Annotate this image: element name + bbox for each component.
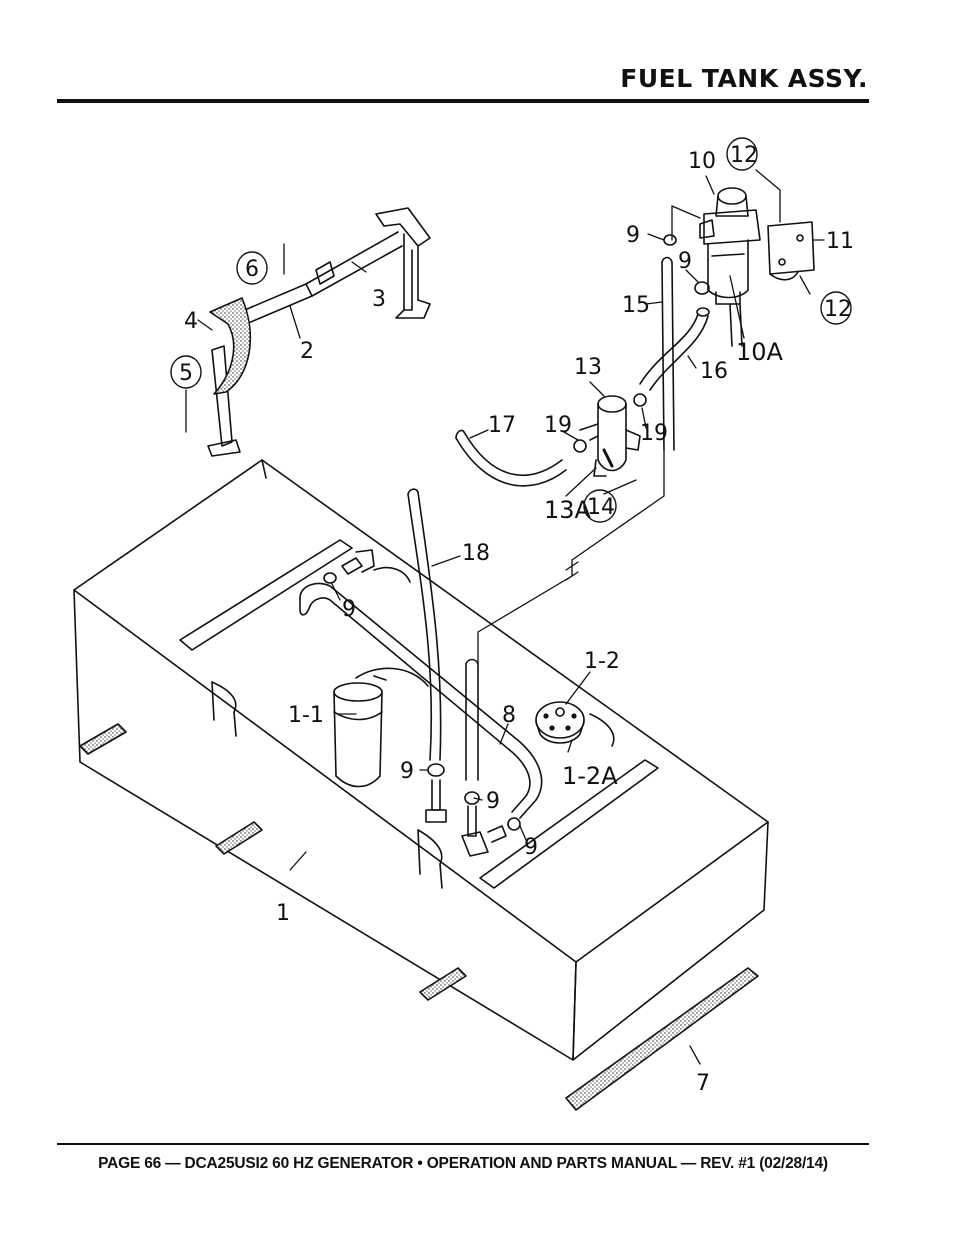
callout-10a: 10A (736, 338, 784, 366)
callout-7: 7 (696, 1071, 710, 1096)
fuel-filter (699, 187, 761, 347)
callout-9-upper-left: 9 (342, 597, 356, 622)
callout-17: 17 (488, 413, 516, 438)
callout-12-top: 12 (730, 143, 758, 168)
tank-hold-band (207, 207, 431, 457)
hose-15 (661, 256, 675, 451)
tank-mount-pads (79, 723, 467, 1001)
callout-4: 4 (184, 309, 198, 334)
fuel-pump (579, 395, 641, 477)
header-rule (57, 99, 869, 103)
pump-washers (573, 393, 647, 453)
fuel-sender-cap (535, 701, 585, 744)
callout-9-filter-side: 9 (678, 249, 692, 274)
hose-16 (639, 307, 710, 391)
callout-9-lower: 9 (524, 835, 538, 860)
callout-16: 16 (700, 359, 728, 384)
hose-17 (455, 429, 567, 487)
hose-center-short (465, 658, 479, 781)
callout-8: 8 (502, 703, 516, 728)
callout-5: 5 (179, 361, 193, 386)
callout-1-2a: 1-2A (562, 762, 618, 790)
fuel-gauge-cylinder (333, 675, 387, 788)
callout-6: 6 (245, 257, 259, 282)
callout-13a: 13A (544, 496, 592, 524)
callout-circles (170, 137, 852, 523)
callout-1-1: 1-1 (288, 703, 324, 728)
hose-18 (407, 488, 442, 761)
hose-8 (299, 582, 543, 819)
callout-9-left: 9 (400, 759, 414, 784)
callout-9-center: 9 (486, 789, 500, 814)
callout-11: 11 (826, 229, 854, 254)
callout-13: 13 (574, 355, 602, 380)
rubber-strip (565, 967, 759, 1111)
callout-2: 2 (300, 339, 314, 364)
callout-12-bottom: 12 (824, 297, 852, 322)
band-pad (209, 297, 252, 395)
callout-3: 3 (372, 287, 386, 312)
callout-9-filter-top: 9 (626, 223, 640, 248)
callout-1-2: 1-2 (584, 649, 620, 674)
page-title: FUEL TANK ASSY. (620, 64, 868, 93)
callout-18: 18 (462, 541, 490, 566)
fuel-tank (73, 459, 769, 1061)
callout-1: 1 (276, 901, 290, 926)
callout-19-right: 19 (640, 421, 668, 446)
callout-15: 15 (622, 293, 650, 318)
callout-14: 14 (587, 495, 615, 520)
footer-rule (57, 1143, 869, 1145)
filter-bracket (767, 221, 815, 281)
callout-19-left: 19 (544, 413, 572, 438)
callout-10: 10 (688, 149, 716, 174)
tank-fittings (323, 549, 521, 857)
leader-lines (185, 169, 825, 1065)
page-footer: PAGE 66 — DCA25USI2 60 HZ GENERATOR • OP… (98, 1155, 828, 1172)
